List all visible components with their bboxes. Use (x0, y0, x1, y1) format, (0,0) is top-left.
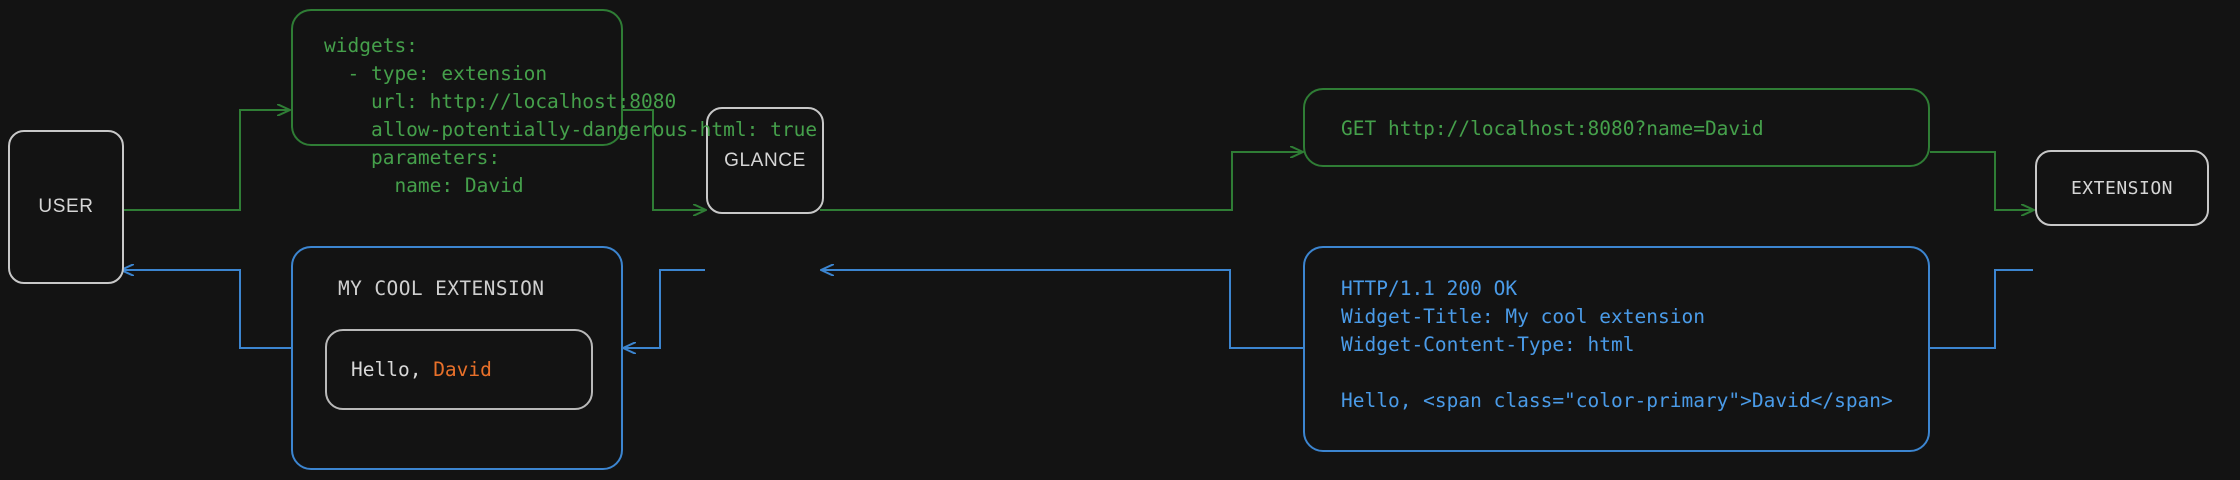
node-extension[interactable]: EXTENSION (2035, 150, 2209, 226)
node-glance-label: GLANCE (724, 149, 806, 171)
request-text: GET http://localhost:8080?name=David (1341, 117, 1764, 140)
rendered-widget-title: MY COOL EXTENSION (338, 277, 545, 300)
node-glance[interactable]: GLANCE (706, 107, 824, 214)
arrow-glance-to-request (820, 152, 1302, 211)
greeting-text: Hello, (351, 358, 434, 381)
arrow-request-to-extension (1930, 151, 2033, 210)
rendered-widget-box: MY COOL EXTENSION Hello, David (291, 246, 623, 470)
arrow-widget-to-user (122, 270, 291, 349)
node-extension-label: EXTENSION (2070, 177, 2174, 199)
config-yaml-box: widgets: - type: extension url: http://l… (291, 9, 817, 197)
config-yaml-text: widgets: - type: extension url: http://l… (324, 34, 818, 197)
rendered-widget-card: Hello, David (325, 329, 593, 410)
rendered-widget-name: David (433, 358, 492, 381)
arrow-extension-to-response (1930, 269, 2033, 349)
response-box: HTTP/1.1 200 OK Widget-Title: My cool ex… (1303, 246, 1930, 452)
request-box: GET http://localhost:8080?name=David (1303, 88, 1930, 167)
node-user-label: USER (38, 196, 94, 217)
arrow-glance-to-widget (624, 269, 705, 348)
node-user[interactable]: USER (8, 130, 124, 284)
arrow-user-to-config (120, 110, 289, 211)
rendered-widget-greeting: Hello, David (327, 358, 492, 381)
response-text: HTTP/1.1 200 OK Widget-Title: My cool ex… (1341, 277, 1893, 412)
